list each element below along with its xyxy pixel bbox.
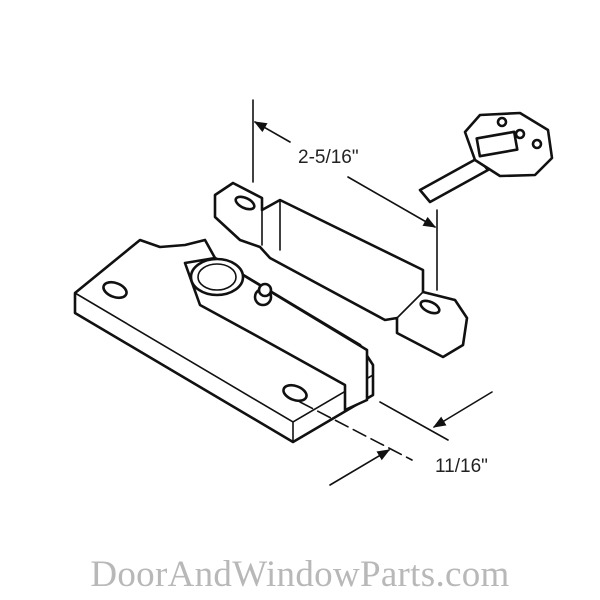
dimension-lines (252, 99, 493, 486)
keeper-strike (213, 181, 469, 359)
lock-base (73, 238, 375, 444)
watermark: DoorAndWindowParts.com (90, 554, 510, 595)
dimension-label-width: 11/16" (435, 456, 488, 477)
dimension-label-length: 2-5/16" (298, 147, 359, 168)
key (418, 111, 554, 204)
